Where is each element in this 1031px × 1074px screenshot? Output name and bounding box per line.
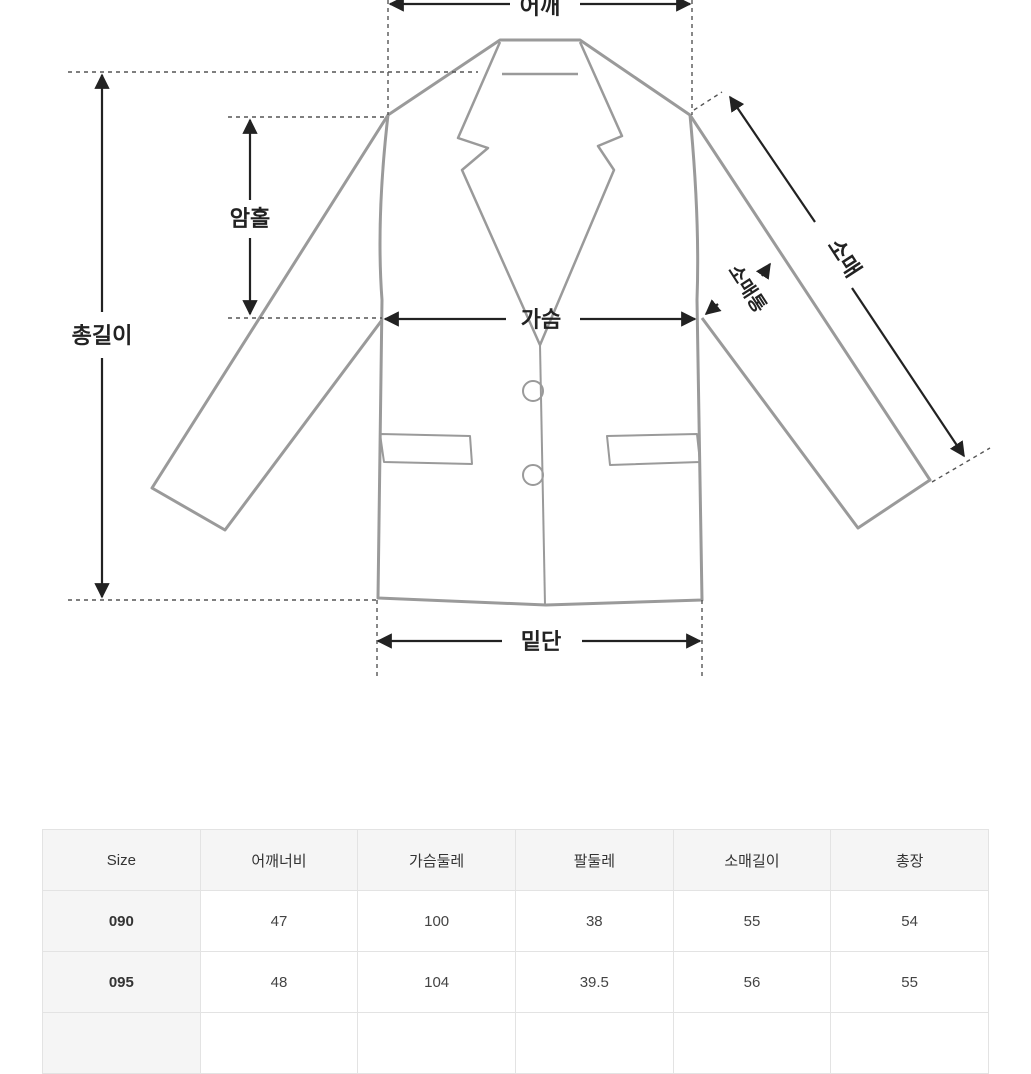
size-chart-table: Size 어깨너비 가슴둘레 팔둘레 소매길이 총장 090 47 100 38…: [42, 829, 989, 1074]
sleeve-width-arrow-down: [704, 299, 722, 315]
table-row: 095 48 104 39.5 56 55: [42, 951, 989, 1013]
table-cell: [672, 1012, 832, 1074]
label-sleeve-width: 소매통: [724, 261, 771, 317]
table-cell: 39.5: [514, 951, 674, 1013]
right-pocket: [606, 433, 701, 466]
header-size: Size: [42, 829, 201, 891]
header-arm-circumference: 팔둘레: [514, 829, 674, 891]
header-total-length: 총장: [830, 829, 989, 891]
jacket-outline: [150, 38, 932, 607]
sleeve-arrow-up: [729, 95, 816, 223]
table-cell: 48: [199, 951, 359, 1013]
jacket-body: [376, 38, 704, 607]
jacket-measurement-diagram: 어깨 암홀 총길이 가슴 소매 소매통 밑단: [68, 0, 991, 678]
table-header-row: Size 어깨너비 가슴둘레 팔둘레 소매길이 총장: [42, 829, 989, 891]
table-cell: [199, 1012, 359, 1074]
header-sleeve-length: 소매길이: [672, 829, 832, 891]
label-shoulder: 어깨: [520, 0, 560, 20]
size-cell: [42, 1012, 201, 1074]
collar: [456, 41, 624, 346]
left-sleeve: [150, 114, 390, 532]
right-sleeve: [688, 114, 932, 530]
table-cell: 54: [830, 890, 989, 952]
table-cell: 104: [357, 951, 516, 1013]
table-cell: [514, 1012, 674, 1074]
label-armhole: 암홀: [230, 206, 270, 232]
size-cell: 090: [42, 890, 201, 952]
table-cell: [830, 1012, 989, 1074]
header-shoulder-width: 어깨너비: [199, 829, 359, 891]
size-cell: 095: [42, 951, 201, 1013]
table-row: 090 47 100 38 55 54: [42, 890, 989, 952]
table-cell: 100: [357, 890, 516, 952]
table-cell: 55: [672, 890, 832, 952]
header-chest-circumference: 가슴둘레: [357, 829, 516, 891]
label-sleeve: 소매: [822, 235, 865, 283]
label-total-length: 총길이: [72, 324, 133, 349]
table-cell: [357, 1012, 516, 1074]
table-cell: 47: [199, 890, 359, 952]
table-row: [42, 1012, 989, 1074]
reference-lines: [68, 0, 991, 678]
left-pocket: [379, 433, 473, 465]
table-cell: 55: [830, 951, 989, 1013]
table-cell: 56: [672, 951, 832, 1013]
sleeve-arrow-down: [851, 287, 965, 458]
button-top: [522, 380, 544, 402]
sleeve-width-arrow-up: [755, 262, 771, 280]
label-chest: 가슴: [521, 308, 561, 333]
button-bottom: [522, 464, 544, 486]
measurement-arrows: [94, 0, 965, 649]
table-cell: 38: [514, 890, 674, 952]
label-hem: 밑단: [521, 630, 561, 655]
